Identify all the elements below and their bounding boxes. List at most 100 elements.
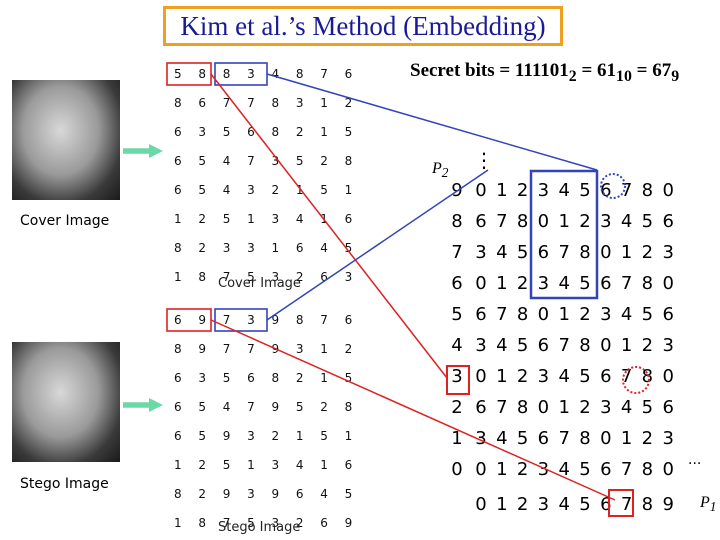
grid-cell: 1 [558, 211, 570, 232]
matrix-cell: 5 [247, 516, 255, 530]
grid-cell: 3 [537, 273, 550, 294]
matrix-cell: 7 [222, 96, 231, 110]
matrix-cell: 5 [222, 458, 231, 472]
matrix-cell: 6 [295, 487, 304, 501]
grid-cell: 0 [662, 459, 674, 480]
cover-matrix-caption: Cover Image [218, 276, 301, 291]
grid-cell: 3 [662, 242, 674, 263]
matrix-cell: 5 [320, 429, 328, 443]
matrix-cell: 3 [222, 241, 231, 255]
matrix-cell: 6 [344, 67, 353, 81]
matrix-cell: 3 [271, 458, 280, 472]
matrix-cell: 1 [174, 212, 182, 226]
matrix-cell: 9 [271, 400, 280, 414]
grid-cell: 7 [558, 428, 570, 449]
grid-cell: 2 [641, 335, 654, 356]
grid-cell: 2 [641, 242, 654, 263]
matrix-cell: 7 [222, 270, 231, 284]
matrix-cell: 5 [295, 400, 304, 414]
y-axis-letter: P [432, 160, 442, 177]
matrix-cell: 3 [271, 270, 280, 284]
matrix-cell: 9 [344, 516, 353, 530]
matrix-cell: 7 [247, 96, 255, 110]
matrix-cell: 1 [320, 125, 328, 139]
grid-y-label: 6 [451, 273, 463, 294]
grid-x-label: 8 [641, 494, 654, 515]
grid-cell: 1 [496, 366, 508, 387]
grid-cell: 1 [496, 459, 508, 480]
grid-cell: 2 [579, 397, 591, 418]
matrix-cell: 8 [271, 96, 280, 110]
grid-cell: 0 [662, 180, 674, 201]
grid-cell: 6 [662, 211, 674, 232]
matrix-cell: 6 [198, 96, 207, 110]
matrix-cell: 9 [271, 487, 280, 501]
grid-cell: 0 [475, 180, 487, 201]
x-axis-letter: P [700, 494, 710, 511]
matrix-cell: 5 [344, 125, 353, 139]
matrix-cell: 3 [271, 212, 280, 226]
matrix-cell: 2 [198, 458, 207, 472]
matrix-cell: 2 [198, 487, 207, 501]
grid-cell: 6 [537, 335, 550, 356]
grid-cell: 2 [579, 304, 591, 325]
grid-cell: 0 [600, 242, 612, 263]
grid-y-label: 4 [451, 335, 463, 356]
matrix-cell: 3 [198, 371, 207, 385]
matrix-cell: 5 [344, 241, 353, 255]
grid-x-label: 4 [558, 494, 570, 515]
grid-cell: 2 [516, 366, 529, 387]
grid-x7-red-box [608, 489, 634, 517]
grid-cell: 1 [620, 242, 633, 263]
grid-y3-red-box [446, 365, 470, 395]
grid-cell: 4 [558, 180, 570, 201]
grid-cell: 5 [579, 180, 591, 201]
grid-cell: 0 [537, 211, 550, 232]
matrix-cell: 7 [320, 67, 328, 81]
grid-cell: 5 [579, 459, 591, 480]
grid-cell: 6 [537, 242, 550, 263]
grid-cell: 4 [620, 397, 633, 418]
matrix-cell: 2 [295, 125, 304, 139]
matrix-cell: 3 [295, 96, 304, 110]
secret-base9: 9 [671, 67, 680, 85]
grid-cell: 0 [662, 366, 674, 387]
grid-cell: 8 [641, 459, 654, 480]
matrix-cell: 6 [174, 400, 182, 414]
matrix-cell: 8 [295, 313, 304, 327]
grid-cell: 6 [662, 397, 674, 418]
grid-cell: 6 [537, 428, 550, 449]
grid-cell: 5 [579, 273, 591, 294]
grid-cell: 2 [516, 459, 529, 480]
matrix-cell: 2 [271, 183, 280, 197]
matrix-cell: 6 [174, 371, 182, 385]
matrix-cell: 3 [247, 429, 255, 443]
matrix-cell: 8 [271, 371, 280, 385]
grid-cell: 6 [600, 459, 612, 480]
matrix-cell: 5 [222, 212, 231, 226]
matrix-cell: 1 [174, 516, 182, 530]
cover-image-label: Cover Image [20, 213, 110, 229]
matrix-cell: 3 [198, 125, 207, 139]
matrix-cell: 2 [198, 241, 207, 255]
grid-cell: 7 [558, 335, 570, 356]
grid-cell: 3 [600, 397, 612, 418]
grid-top-ellipsis: ⋮ [474, 148, 494, 172]
matrix-cell: 9 [271, 313, 280, 327]
matrix-cell: 1 [174, 458, 182, 472]
grid-x-label: 7 [620, 494, 633, 515]
matrix-cell: 5 [320, 183, 328, 197]
matrix-cell: 9 [222, 487, 231, 501]
grid-cell: 1 [496, 180, 508, 201]
matrix-cell: 3 [247, 313, 255, 327]
matrix-cell: 2 [320, 400, 328, 414]
grid-cell: 0 [537, 397, 550, 418]
cover-to-grid-blue-line [266, 73, 598, 171]
